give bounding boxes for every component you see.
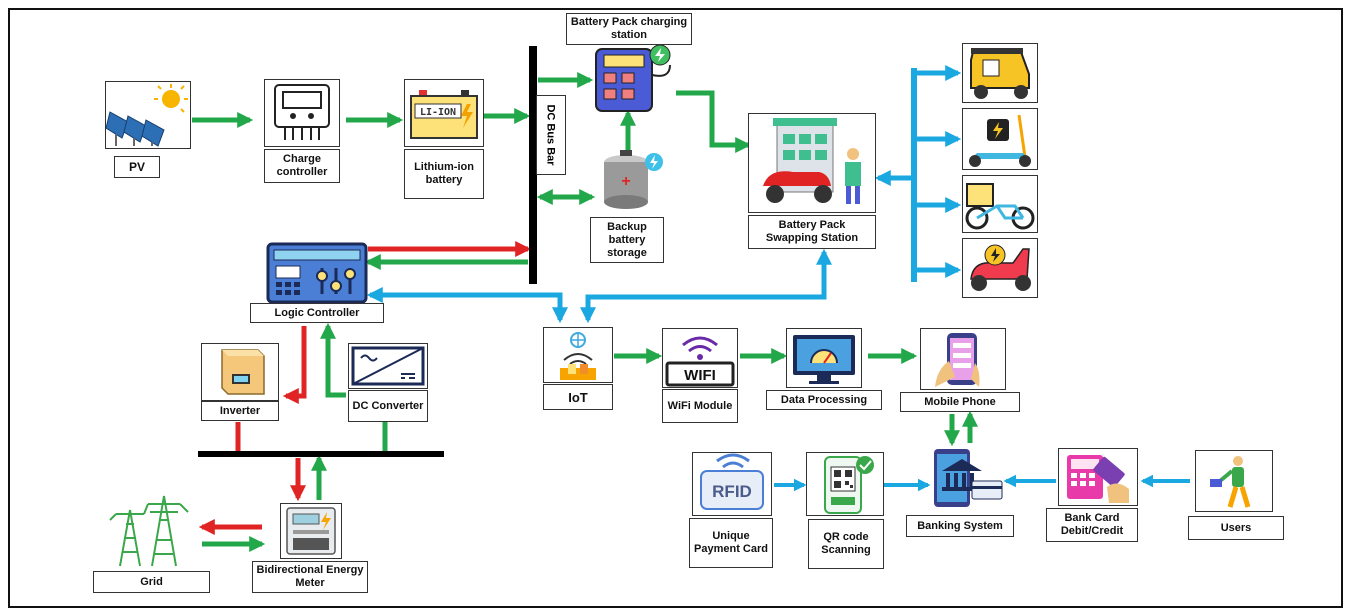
inverter-box (201, 343, 279, 401)
e-rickshaw-drawing (965, 183, 1035, 230)
dc-converter-box (348, 343, 428, 389)
battery-icon: LI-ION (410, 90, 478, 139)
backup-storage-label: Backup battery storage (590, 217, 664, 263)
user-icon (1210, 456, 1251, 508)
dc-bus-bar (529, 46, 537, 284)
banking-system-box (930, 447, 1004, 509)
users-label: Users (1188, 516, 1284, 540)
solar-panel-icon (106, 84, 188, 147)
transmission-tower-icon (109, 495, 189, 567)
inverter-icon (221, 349, 265, 395)
bank-card-icon (1067, 455, 1129, 503)
rfid-card-icon: RFID (700, 453, 764, 510)
energy-meter-icon (286, 507, 336, 555)
charging-station-icon (595, 45, 671, 112)
data-processing-icon (793, 335, 855, 384)
backup-storage-box: + (598, 148, 664, 214)
rfid-box: RFID (692, 452, 772, 516)
mobile-phone-label: Mobile Phone (900, 392, 1020, 412)
auto-rickshaw-icon (962, 43, 1038, 103)
wifi-text: WIFI (684, 367, 716, 384)
rfid-text: RFID (712, 482, 752, 501)
dc-bus-bar-label: DC Bus Bar (536, 95, 566, 175)
payment-card-label: Unique Payment Card (689, 518, 773, 568)
swapping-station-label: Battery Pack Swapping Station (748, 215, 876, 249)
data-processing-box (786, 328, 862, 388)
arrow-iot-logic (366, 286, 569, 324)
e-rickshaw-icon (962, 175, 1038, 233)
iot-box (543, 327, 613, 383)
charge-controller-label: Charge controller (264, 149, 340, 183)
connection-layer (192, 46, 1190, 553)
ac-bus-bar (198, 451, 444, 457)
lithium-battery-box: LI-ION (404, 79, 484, 147)
energy-meter-label: Bidirectional Energy Meter (252, 561, 368, 593)
users-box (1195, 450, 1273, 512)
e-scooter-drawing (969, 114, 1031, 167)
qr-scan-icon (824, 456, 874, 514)
qr-scanning-label: QR code Scanning (808, 519, 884, 569)
e-moped-drawing (970, 244, 1031, 291)
dc-converter-label: DC Converter (348, 390, 428, 422)
bank-icon (934, 449, 1003, 507)
auto-rickshaw-drawing (970, 48, 1030, 99)
wifi-module-box: WIFI (662, 328, 738, 388)
charge-controller-box (264, 79, 340, 147)
pv-icon-box (105, 81, 191, 149)
logic-controller-icon (266, 242, 368, 304)
arrow-station-swapping (676, 90, 752, 154)
arrow-iot-swapping (579, 248, 833, 324)
backup-battery-icon: + (604, 150, 663, 209)
pv-label: PV (114, 156, 160, 178)
lithium-battery-label: Lithium-ion battery (404, 149, 484, 199)
iot-icon (560, 332, 596, 380)
qr-box (806, 452, 884, 516)
logic-controller-label: Logic Controller (250, 303, 384, 323)
charging-station-box (590, 45, 678, 115)
e-scooter-icon (962, 108, 1038, 170)
banking-system-label: Banking System (906, 515, 1014, 537)
swapping-station-icon (763, 118, 861, 204)
e-moped-icon (962, 238, 1038, 298)
logic-controller-box (266, 242, 368, 304)
swapping-station-box (748, 113, 876, 213)
grid-box (104, 490, 194, 568)
bank-card-label: Bank Card Debit/Credit (1046, 508, 1138, 542)
charge-controller-icon (274, 84, 330, 140)
charging-station-label: Battery Pack charging station (566, 13, 692, 45)
svg-text:+: + (621, 173, 630, 190)
grid-label: Grid (93, 571, 210, 593)
mobile-phone-icon (935, 333, 980, 387)
wifi-module-label: WiFi Module (662, 389, 738, 423)
arrow-dc-logic (319, 322, 346, 398)
iot-label: IoT (543, 384, 613, 410)
arrow-logic-inverter (282, 326, 307, 405)
inverter-label: Inverter (201, 401, 279, 421)
wifi-icon: WIFI (665, 336, 735, 387)
data-processing-label: Data Processing (766, 390, 882, 410)
dc-converter-icon (351, 346, 425, 386)
mobile-phone-box (920, 328, 1006, 390)
bank-card-box (1058, 448, 1138, 506)
energy-meter-box (280, 503, 342, 559)
li-ion-text: LI-ION (420, 107, 456, 118)
